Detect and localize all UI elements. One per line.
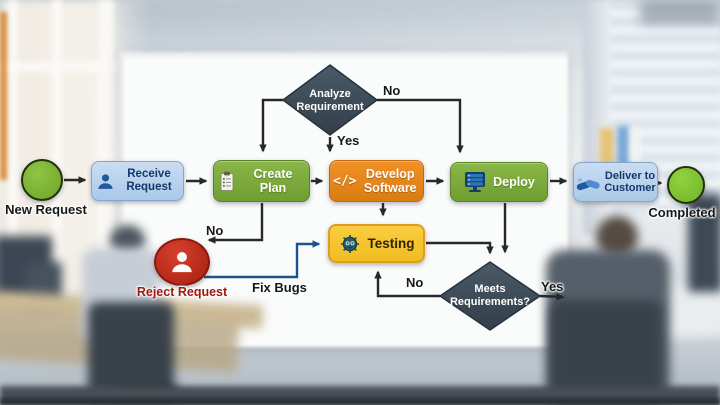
edge-meets-yes — [539, 293, 565, 301]
analyze-requirement-label: Analyze Requirement — [296, 88, 364, 114]
edge-label-analyze-no: No — [383, 83, 401, 98]
clipboard-icon — [220, 171, 234, 191]
bug-icon — [340, 234, 359, 253]
create-plan-node: Create Plan — [213, 160, 310, 202]
edge-create-no-to-reject — [207, 203, 264, 244]
node-label: Deliver to Customer — [604, 169, 656, 194]
meets-requirements-label: Meets Requirements? — [449, 283, 531, 309]
window-frame — [0, 62, 118, 72]
window-frame — [52, 0, 62, 300]
window-frame — [8, 0, 18, 310]
node-label: Testing — [367, 235, 415, 251]
book — [617, 126, 629, 166]
edge-fixbugs-to-testing — [204, 240, 321, 279]
book — [600, 128, 614, 166]
floor-shadow — [0, 398, 720, 405]
edge-testing-to-meets — [426, 241, 494, 255]
person-icon — [98, 173, 113, 189]
deploy-node: Deploy — [450, 162, 548, 202]
develop-software-node: </> Develop Software — [329, 160, 424, 202]
node-label: Deploy — [493, 175, 535, 189]
chair-left — [88, 302, 174, 402]
shelf — [640, 0, 720, 24]
reject-request-label: Reject Request — [136, 285, 228, 299]
edge-label-meets-no: No — [406, 275, 424, 290]
testing-node: Testing — [328, 224, 425, 263]
window-frame — [98, 0, 114, 300]
edge-label-meets-yes: Yes — [541, 279, 564, 294]
edge-meets-no-to-testing — [374, 270, 440, 298]
new-request-label: New Request — [5, 202, 87, 217]
edge-analyze-to-create — [259, 98, 283, 153]
edge-analyze-no-to-deploy — [377, 98, 464, 154]
code-icon: </> — [333, 173, 357, 189]
new-request-start-node — [21, 159, 63, 201]
node-label: Create Plan — [253, 167, 293, 195]
completed-end-node — [667, 166, 705, 204]
edge-label-analyze-yes: Yes — [337, 133, 360, 148]
node-label: Develop Software — [363, 167, 417, 195]
receive-request-node: Receive Request — [91, 161, 184, 201]
person-icon — [172, 252, 192, 273]
server-icon — [465, 172, 486, 192]
edge-label-create-no: No — [206, 223, 224, 238]
edge-label-fix-bugs: Fix Bugs — [252, 280, 307, 295]
node-label: Receive Request — [126, 168, 172, 193]
book — [631, 128, 641, 164]
meets-requirements-diamond — [438, 261, 542, 331]
completed-label: Completed — [648, 205, 716, 220]
analyze-requirement-diamond — [281, 64, 379, 136]
handshake-icon — [577, 177, 600, 190]
orange-edge-object — [0, 12, 7, 180]
monitor-right — [688, 194, 720, 292]
reject-request-node — [154, 238, 210, 286]
deliver-to-customer-node: Deliver to Customer — [573, 162, 658, 202]
